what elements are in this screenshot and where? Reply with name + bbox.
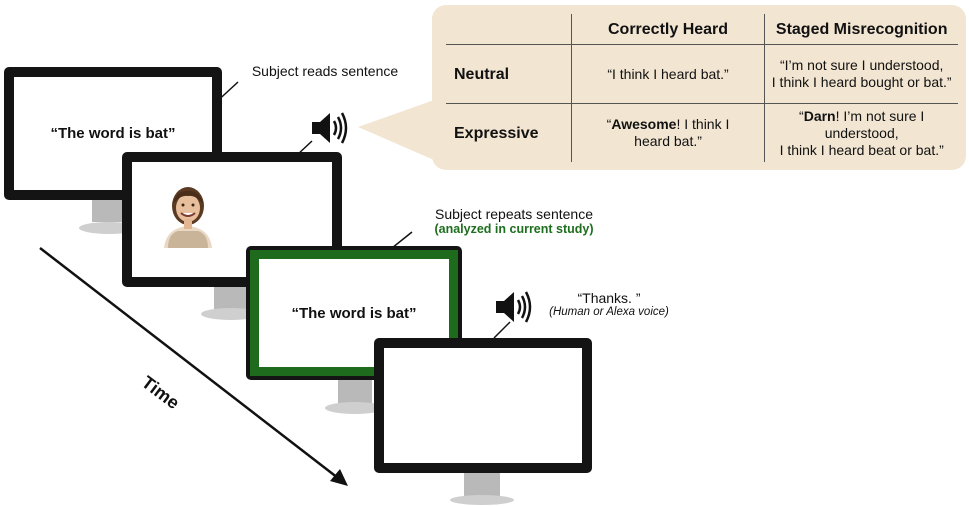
cell-text-rest: ! I’m not sure I understood, <box>824 107 925 141</box>
monitor-screen-highlighted: “The word is bat” <box>250 250 458 376</box>
cell-text-line1: “I’m not sure I understood, <box>779 57 944 73</box>
cell-text-bold: Darn <box>803 107 836 124</box>
speaker-icon <box>312 112 348 144</box>
cell-neutral-misrecognition: “I’m not sure I understood, I think I he… <box>764 44 958 104</box>
callout-pointer <box>358 100 434 160</box>
condition-table: Correctly Heard Staged Misrecognition Ne… <box>446 14 958 162</box>
stimulus-sentence: “The word is bat” <box>291 304 417 322</box>
cell-expressive-correct: “Awesome! I think I heard bat.” <box>570 103 765 162</box>
column-header-misrecognition: Staged Misrecognition <box>764 14 958 45</box>
caption-repeats-text: Subject repeats sentence <box>435 206 593 222</box>
cell-text-line2: I think I heard beat or bat.” <box>779 141 944 158</box>
cell-text: “I think I heard bat.” <box>607 65 729 82</box>
row-label-expressive: Expressive <box>454 124 539 142</box>
time-arrow <box>39 247 348 486</box>
caption-analyzed-note: (analyzed in current study) <box>434 222 594 236</box>
monitor-repeat-sentence: “The word is bat” <box>246 246 462 380</box>
speaker-icon <box>496 291 532 323</box>
table-row: Expressive “Awesome! I think I heard bat… <box>446 103 958 162</box>
caption-thanks: “Thanks. ” (Human or Alexa voice) <box>534 290 684 318</box>
cell-text-quote: “ <box>799 107 804 124</box>
caption-reads: Subject reads sentence <box>240 63 410 79</box>
caption-repeats: Subject repeats sentence (analyzed in cu… <box>414 206 614 236</box>
monitor-stand <box>325 378 385 414</box>
cell-neutral-correct: “I think I heard bat.” <box>570 44 765 104</box>
table-header-row: Correctly Heard Staged Misrecognition <box>446 14 958 45</box>
cell-text-line2: heard bat.” <box>634 133 702 149</box>
caption-reads-text: Subject reads sentence <box>251 63 399 79</box>
table-corner <box>446 14 572 45</box>
monitor-blank <box>374 338 592 473</box>
person-photo <box>164 187 212 248</box>
cell-expressive-misrecognition: “Darn! I’m not sure I understood, I thin… <box>764 103 958 162</box>
leader-line-speaker2 <box>493 321 511 339</box>
cell-text-bold: Awesome <box>611 116 677 132</box>
monitor-stand <box>450 471 514 505</box>
caption-voice-note: (Human or Alexa voice) <box>549 306 669 318</box>
cell-text-quote: “ <box>606 116 612 132</box>
column-header-correct: Correctly Heard <box>570 14 765 45</box>
monitor-screen <box>384 348 582 463</box>
caption-thanks-text: “Thanks. ” <box>577 290 641 306</box>
table-row: Neutral “I think I heard bat.” “I’m not … <box>446 44 958 104</box>
cell-text-rest: ! I think I <box>676 116 730 132</box>
cell-text-line2: I think I heard bought or bat.” <box>771 74 952 90</box>
stimulus-sentence: “The word is bat” <box>50 125 176 142</box>
row-label-neutral: Neutral <box>446 44 572 104</box>
